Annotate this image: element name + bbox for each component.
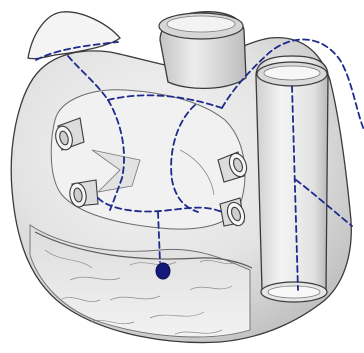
marker-dot (156, 263, 170, 279)
